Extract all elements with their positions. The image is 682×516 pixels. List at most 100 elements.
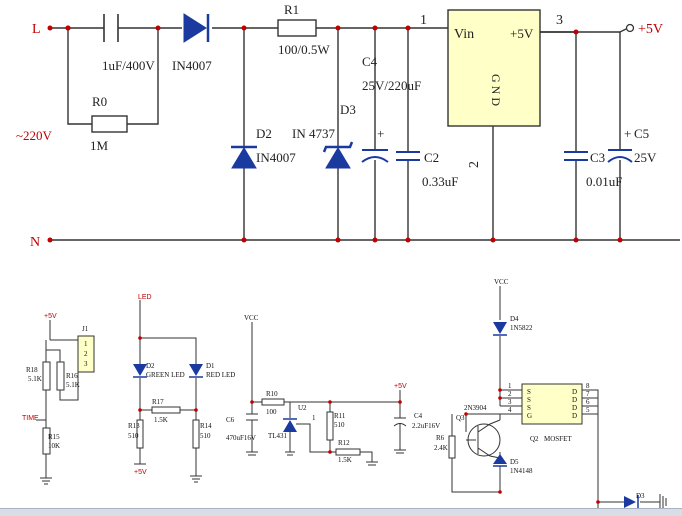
label-r6: R6 — [436, 434, 445, 442]
label-led-d2: D2 — [146, 362, 155, 370]
label-r6-val: 2.4K — [434, 444, 448, 452]
label-r15: R15 — [48, 433, 60, 441]
terminal-dots-top — [47, 25, 53, 243]
diode-in4007-series — [183, 13, 210, 43]
mosfet-pin-right-5: 5 — [586, 406, 590, 414]
resistor-r0 — [91, 115, 128, 133]
label-r18-val: 5.1K — [28, 375, 42, 383]
label-r11-val: 510 — [334, 421, 345, 429]
label-r1: R1 — [284, 2, 299, 17]
label-c5: C5 — [634, 126, 649, 141]
window-status-strip — [0, 508, 682, 516]
label-d3-bottom: D3 — [636, 492, 645, 500]
label-r13: R13 — [128, 422, 140, 430]
capacitor-c3 — [564, 151, 588, 161]
label-led-plus5v: +5V — [134, 469, 147, 476]
top-power-supply-circuit — [50, 27, 680, 241]
label-u2: U2 — [298, 404, 307, 412]
mosfet-pin-left-4: 4 — [508, 406, 512, 414]
label-d2: D2 — [256, 126, 272, 141]
label-c3-val: 0.01uF — [586, 174, 622, 189]
label-c4-plus: + — [377, 126, 384, 141]
resistor-r1 — [277, 19, 317, 37]
label-u2-pin: 1 — [312, 414, 316, 422]
capacitor-1uf-400v — [103, 14, 119, 42]
label-d3: D3 — [340, 102, 356, 117]
label-c2: C2 — [424, 150, 439, 165]
connector-j1 — [77, 335, 95, 373]
label-led-d1: D1 — [206, 362, 215, 370]
label-r10: R10 — [266, 390, 278, 398]
tl431-reference-circuit — [246, 322, 407, 466]
label-c6-val: 470uF16V — [226, 434, 256, 442]
label-mid-c4: C4 — [414, 412, 423, 420]
led-d2-green — [133, 364, 147, 378]
mosfet-pin-right-6: 6 — [586, 398, 590, 406]
label-d5: D5 — [510, 458, 519, 466]
label-r12-val: 1.5K — [338, 456, 352, 464]
label-c4-val: 25V/220uF — [362, 78, 421, 93]
mosfet-pin-right-7: 7 — [586, 390, 590, 398]
mosfet-name-left-2: S — [527, 396, 531, 404]
label-n: N — [30, 235, 40, 250]
capacitor-c5-electrolytic — [607, 149, 633, 163]
label-j1: J1 — [82, 325, 89, 333]
mosfet-name-left-3: S — [527, 404, 531, 412]
label-pin1: 1 — [420, 13, 427, 28]
led-d1-red — [189, 364, 203, 378]
label-led: LED — [138, 294, 152, 301]
label-mid-plus5v: +5V — [394, 383, 407, 390]
mosfet-name-left-1: S — [527, 388, 531, 396]
transistor-q3-body — [467, 423, 501, 457]
label-c2-val: 0.33uF — [422, 174, 458, 189]
label-mid-c4-val: 2.2uF16V — [412, 422, 440, 430]
capacitor-c2 — [396, 151, 420, 161]
time-input-circuit — [36, 320, 79, 485]
label-r1-val: 100/0.5W — [278, 42, 330, 57]
label-reg-out: +5V — [510, 26, 534, 41]
label-ac-voltage: ~220V — [16, 128, 53, 143]
label-q3-name: 2N3904 — [464, 404, 487, 412]
label-c3: C3 — [590, 150, 605, 165]
label-r14: R14 — [200, 422, 212, 430]
label-time: TIME — [22, 415, 39, 422]
label-r14-val: 510 — [200, 432, 211, 440]
zener-diode-d3 — [322, 141, 354, 169]
voltage-regulator — [447, 9, 541, 127]
label-r0: R0 — [92, 94, 107, 109]
diode-d2 — [231, 145, 257, 169]
label-diode1: IN4007 — [172, 58, 212, 73]
led-indicator-circuit — [134, 300, 202, 483]
mosfet-name-left-4: G — [527, 412, 532, 420]
diode-d3-bottom — [624, 495, 639, 509]
label-q2: Q2 — [530, 435, 539, 443]
label-r15-val: 10K — [48, 442, 60, 450]
mosfet-pin-right-8: 8 — [586, 382, 590, 390]
label-pin2: 2 — [467, 161, 482, 168]
label-r18: R18 — [26, 366, 38, 374]
label-r13-val: 510 — [128, 432, 139, 440]
label-c5-plus: + — [624, 126, 631, 141]
label-q3: Q3 — [456, 414, 465, 422]
diode-d5 — [493, 454, 507, 467]
mosfet-pin-left-2: 2 — [508, 390, 512, 398]
label-pin3: 3 — [556, 13, 563, 28]
label-cap1: 1uF/400V — [102, 58, 155, 73]
label-reg-gnd: G N D — [489, 74, 503, 106]
label-reg-vin: Vin — [454, 27, 474, 42]
label-q2-name: MOSFET — [544, 435, 572, 443]
label-l: L — [32, 22, 41, 37]
mosfet-name-right-2: D — [572, 396, 577, 404]
mosfet-name-right-4: D — [572, 412, 577, 420]
label-d2-val: IN4007 — [256, 150, 296, 165]
label-r16-val: 5.1K — [66, 381, 80, 389]
mosfet-name-right-1: D — [572, 388, 577, 396]
label-output: +5V — [638, 22, 663, 37]
label-r16: R16 — [66, 372, 78, 380]
label-bl-plus5v: +5V — [44, 313, 57, 320]
mosfet-pin-left-1: 1 — [508, 382, 512, 390]
label-j1-p2: 2 — [84, 350, 88, 358]
label-d3-val: IN 4737 — [292, 126, 335, 141]
label-r11: R11 — [334, 412, 346, 420]
